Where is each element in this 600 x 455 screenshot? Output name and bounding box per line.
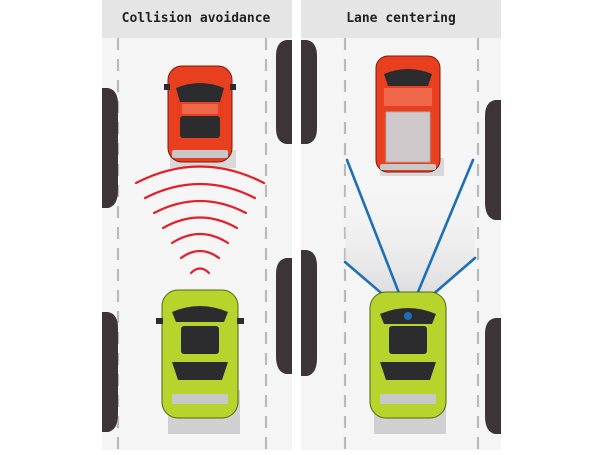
camera-sensor-icon <box>404 312 412 320</box>
parked-car-icon <box>485 100 501 220</box>
parked-car-icon <box>276 40 292 144</box>
header-bar-left <box>102 0 292 38</box>
beam-cone <box>345 160 475 318</box>
header-bar-right <box>301 0 501 38</box>
parked-car-icon <box>301 250 317 376</box>
panel-title-lane-centering: Lane centering <box>346 11 456 26</box>
parked-car-icon <box>485 318 501 434</box>
red-car-icon <box>164 65 236 168</box>
parked-car-icon <box>276 258 292 374</box>
parked-car-icon <box>102 88 118 208</box>
radar-waves-icon <box>134 165 266 275</box>
green-car-icon <box>369 291 447 434</box>
panel-gap <box>292 0 301 450</box>
panel-title-collision-avoidance: Collision avoidance <box>121 11 271 26</box>
green-car-icon <box>156 289 244 434</box>
parked-cars <box>102 40 501 434</box>
parked-car-icon <box>301 40 317 144</box>
red-pickup-truck-icon <box>375 55 444 176</box>
parked-car-icon <box>102 312 118 432</box>
